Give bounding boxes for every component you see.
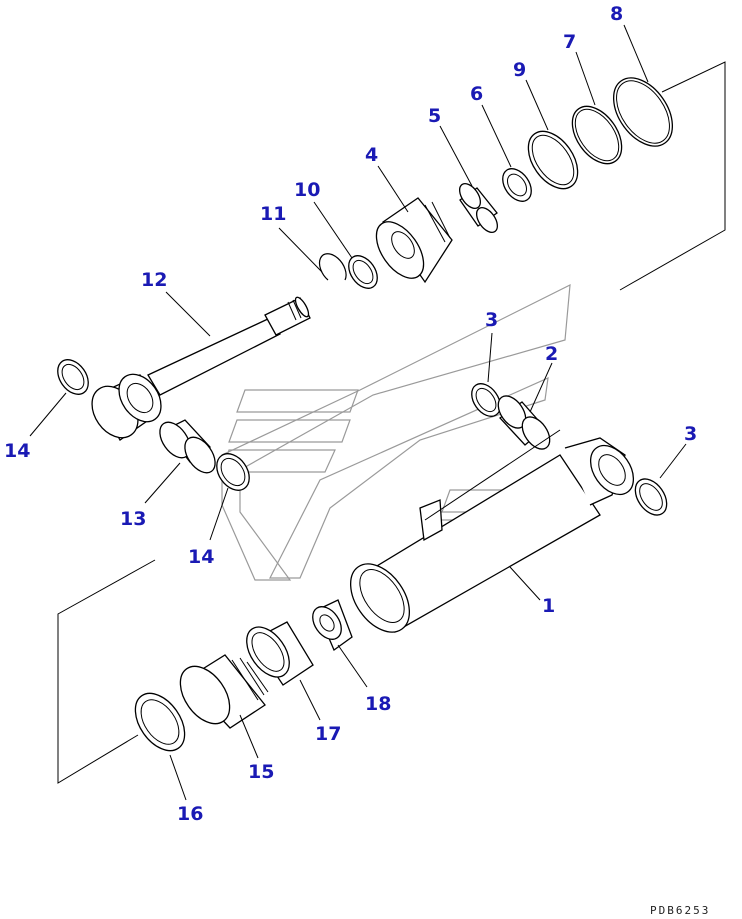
part-16-seal bbox=[134, 692, 186, 752]
part-8-o-ring bbox=[612, 77, 674, 147]
callout-2: 2 bbox=[545, 343, 558, 365]
callout-10: 10 bbox=[294, 179, 320, 201]
part-6-dust-seal bbox=[502, 168, 532, 202]
callout-3: 3 bbox=[485, 309, 498, 331]
part-14-seal-middle bbox=[216, 453, 250, 491]
part-3-seal-right bbox=[634, 478, 668, 516]
callout-3: 3 bbox=[684, 423, 697, 445]
part-2-bushing bbox=[497, 395, 551, 450]
part-17-wear-ring bbox=[246, 621, 314, 686]
callout-15: 15 bbox=[248, 761, 274, 783]
callout-9: 9 bbox=[513, 59, 526, 81]
part-18-nut bbox=[312, 599, 353, 652]
callout-13: 13 bbox=[120, 508, 146, 530]
part-10-ring bbox=[348, 255, 378, 289]
callout-4: 4 bbox=[365, 144, 378, 166]
callout-17: 17 bbox=[315, 723, 341, 745]
part-13-bushing bbox=[159, 419, 216, 474]
callout-labels: 1 2 3 3 4 5 6 7 8 9 10 11 12 13 14 14 15… bbox=[4, 3, 697, 825]
part-5-bushing bbox=[458, 182, 499, 234]
part-9-ring bbox=[527, 130, 579, 190]
part-15-piston bbox=[179, 654, 269, 729]
callout-7: 7 bbox=[563, 31, 576, 53]
callout-5: 5 bbox=[428, 105, 441, 127]
part-7-backup-ring bbox=[571, 105, 623, 165]
drawing-code: PDB6253 bbox=[650, 904, 710, 917]
part-1-cylinder-tube bbox=[349, 437, 635, 633]
callout-1: 1 bbox=[542, 595, 555, 617]
callout-6: 6 bbox=[470, 83, 483, 105]
part-3-seal-upper bbox=[471, 383, 501, 417]
callout-11: 11 bbox=[260, 203, 286, 225]
part-14-seal-upper bbox=[57, 359, 89, 395]
callout-16: 16 bbox=[177, 803, 203, 825]
part-11-snap-ring bbox=[318, 253, 347, 281]
callout-14: 14 bbox=[4, 440, 30, 462]
part-12-piston-rod bbox=[91, 296, 311, 441]
leader-lines bbox=[29, 24, 687, 801]
part-4-cylinder-head bbox=[375, 197, 453, 284]
callout-18: 18 bbox=[365, 693, 391, 715]
group-boundary-lines bbox=[57, 61, 726, 784]
callout-12: 12 bbox=[141, 269, 167, 291]
callout-8: 8 bbox=[610, 3, 623, 25]
callout-14: 14 bbox=[188, 546, 214, 568]
